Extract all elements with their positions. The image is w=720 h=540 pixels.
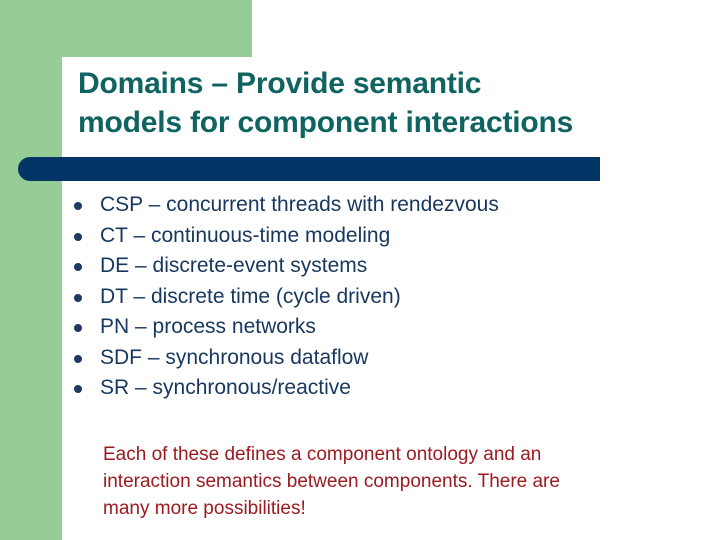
summary-note-line-3: many more possibilities! — [103, 498, 306, 519]
slide-content-card — [62, 57, 720, 540]
summary-note-line-2: interaction semantics between components… — [103, 471, 560, 492]
list-item-label: DT – discrete time (cycle driven) — [100, 284, 401, 308]
list-item-label: CSP – concurrent threads with rendezvous — [100, 193, 499, 216]
list-item-label: SR – synchronous/reactive — [100, 376, 351, 399]
bullet-dot-icon — [74, 202, 82, 210]
bullet-dot-icon — [74, 293, 82, 302]
list-item: DE – discrete-event systems — [74, 251, 694, 282]
list-item-label: PN – process networks — [100, 315, 316, 338]
bullet-dot-icon — [74, 385, 82, 393]
bullet-dot-icon — [74, 263, 82, 271]
green-left-accent-panel — [0, 0, 62, 540]
list-item: PN – process networks — [74, 312, 694, 343]
bullet-dot-icon — [74, 354, 82, 363]
list-item: DT – discrete time (cycle driven) — [74, 282, 694, 313]
list-item-label: DE – discrete-event systems — [100, 254, 368, 277]
slide-title-line-2: models for component interactions — [78, 106, 574, 139]
list-item: SDF – synchronous dataflow — [74, 343, 694, 374]
list-item: CT – continuous-time modeling — [74, 221, 694, 252]
slide-title: Domains – Provide semantic models for co… — [78, 64, 708, 142]
list-item-label: SDF – synchronous dataflow — [100, 345, 369, 369]
summary-note: Each of these defines a component ontolo… — [103, 441, 683, 522]
green-top-accent-block — [0, 0, 252, 57]
summary-note-line-1: Each of these defines a component ontolo… — [103, 444, 542, 465]
list-item: CSP – concurrent threads with rendezvous — [74, 190, 694, 221]
bullet-dot-icon — [74, 324, 82, 332]
list-item-label: CT – continuous-time modeling — [100, 223, 391, 247]
bullet-dot-icon — [74, 232, 82, 241]
domain-bullet-list: CSP – concurrent threads with rendezvous… — [74, 190, 694, 404]
list-item: SR – synchronous/reactive — [74, 373, 694, 404]
slide-title-line-1: Domains – Provide semantic — [78, 67, 482, 100]
title-underline-bar — [18, 157, 600, 181]
